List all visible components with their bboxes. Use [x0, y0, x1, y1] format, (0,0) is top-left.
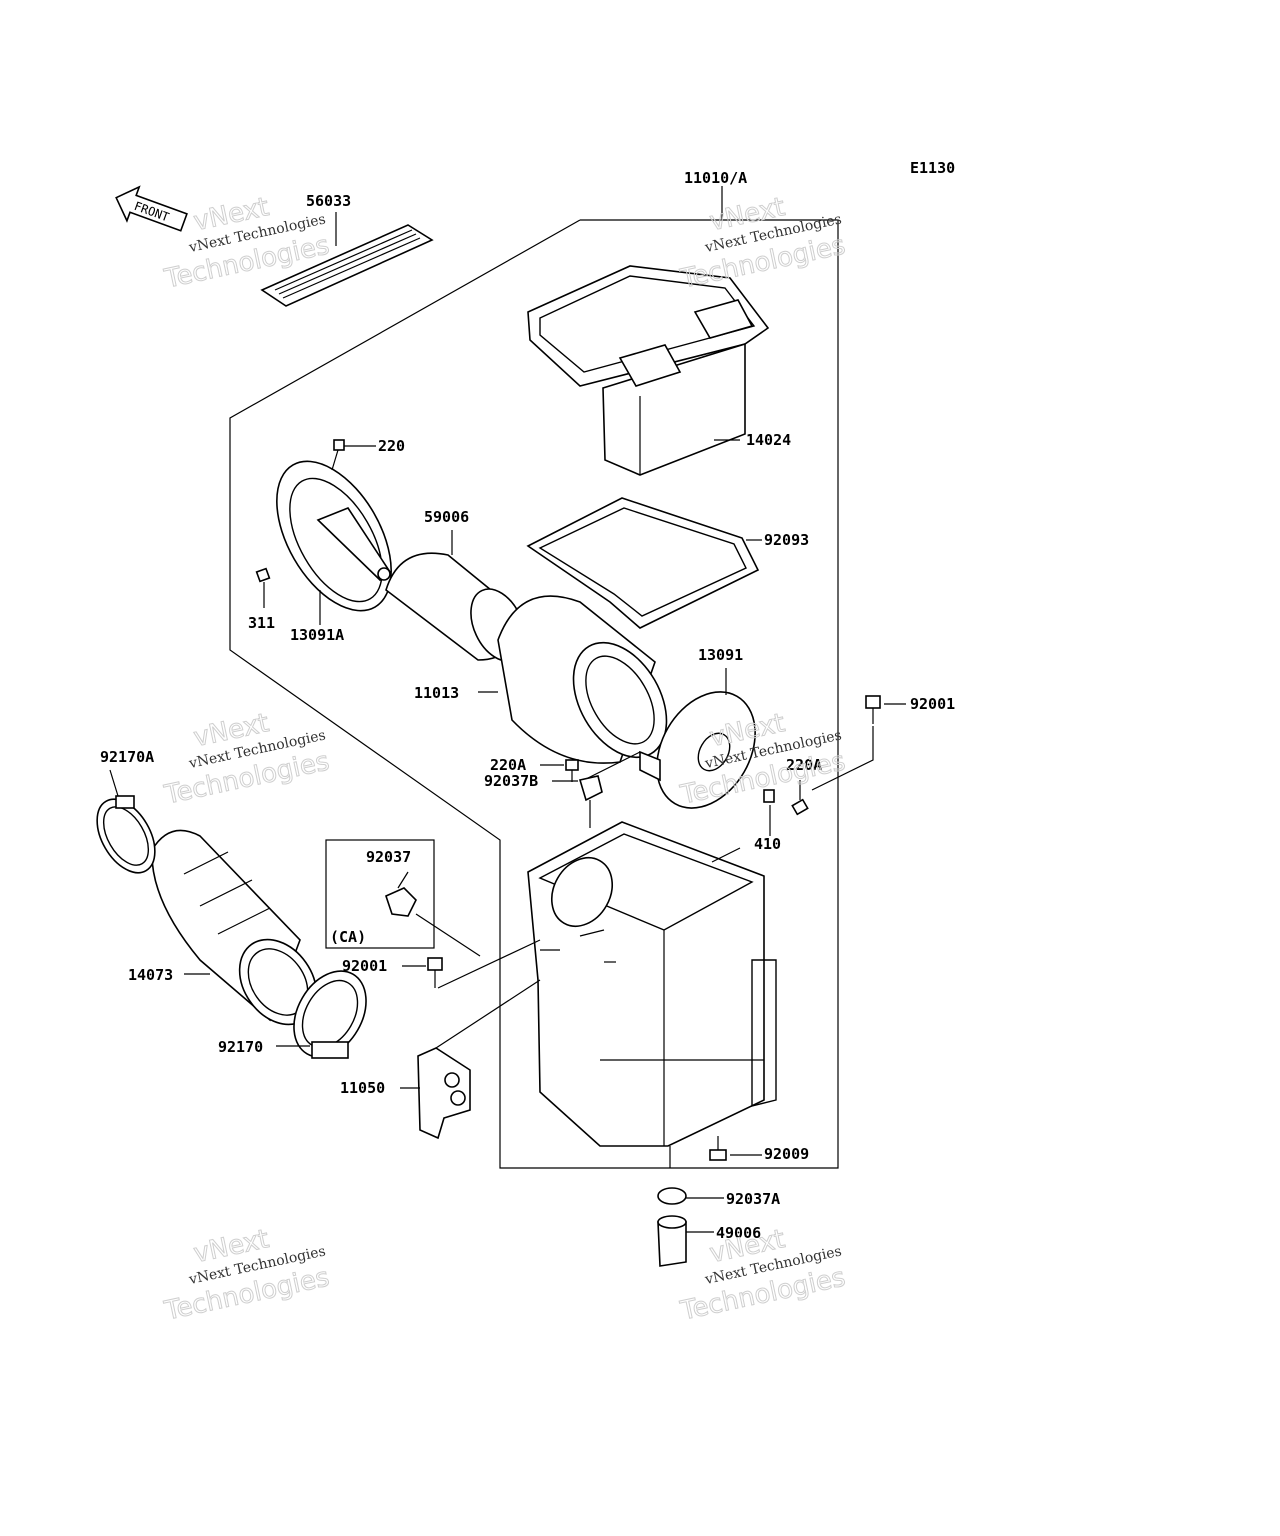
part-220-screw	[331, 439, 376, 471]
part-air-box-case	[527, 821, 777, 1168]
callout-410: 410	[754, 835, 781, 853]
watermark-bottom-right: vNext vNext Technologies Technologies	[677, 1224, 849, 1328]
part-56033-label	[260, 212, 434, 307]
callout-220a: 220A	[490, 756, 526, 774]
callout-11013: 11013	[414, 684, 459, 702]
callout-92037: 92037	[366, 848, 411, 866]
callout-92001-right: 92001	[910, 695, 955, 713]
part-14024-cover	[527, 265, 770, 476]
callout-14073: 14073	[128, 966, 173, 984]
part-92009-bolt	[709, 1136, 762, 1161]
part-92001-bolt	[811, 695, 906, 791]
part-11013-filter	[478, 595, 668, 764]
callout-59006: 59006	[424, 508, 469, 526]
watermark-mid-left: vNext vNext Technologies Technologies	[161, 708, 333, 812]
part-92037a-clamp	[657, 1187, 724, 1205]
part-14073-duct	[151, 829, 318, 1026]
callout-labels: E1130 11010/A 56033 14024 220 59006 9209…	[100, 159, 955, 1242]
part-13091a-cap	[276, 460, 392, 625]
callout-56033: 56033	[306, 192, 351, 210]
callout-92170a: 92170A	[100, 748, 154, 766]
part-92001-bolt-left	[402, 939, 541, 989]
watermark-top-right: vNext vNext Technologies Technologies	[677, 192, 849, 296]
part-311-clip	[255, 567, 271, 608]
callout-49006: 49006	[716, 1224, 761, 1242]
watermark-bottom-left: vNext vNext Technologies Technologies	[161, 1224, 333, 1328]
part-410-nut	[763, 789, 775, 836]
assembly-frame	[229, 219, 839, 1169]
ca-inset-box	[325, 839, 481, 957]
callout-311: 311	[248, 614, 275, 632]
callout-92170: 92170	[218, 1038, 263, 1056]
part-92037b-clip	[552, 775, 603, 828]
part-49006-hose	[657, 1215, 714, 1267]
callout-14024: 14024	[746, 431, 791, 449]
callout-ca: (CA)	[330, 928, 366, 946]
callout-92037a: 92037A	[726, 1190, 780, 1208]
diagram-code: E1130	[910, 159, 955, 177]
callout-13091: 13091	[698, 646, 743, 664]
callout-11010a: 11010/A	[684, 169, 747, 187]
part-220a-screw	[540, 751, 809, 816]
callout-11050: 11050	[340, 1079, 385, 1097]
part-13091-cap	[639, 668, 756, 809]
callout-92093: 92093	[764, 531, 809, 549]
callout-92037b: 92037B	[484, 772, 538, 790]
callout-92001-left: 92001	[342, 957, 387, 975]
part-92170a-clamp	[96, 769, 156, 874]
callout-220: 220	[378, 437, 405, 455]
part-92170-clamp	[276, 970, 367, 1059]
part-11050-bracket	[400, 979, 541, 1140]
part-92093-gasket	[526, 497, 762, 629]
callout-220a-right: 220A	[786, 756, 822, 774]
front-arrow-icon: FRONT	[115, 185, 188, 232]
callout-13091a: 13091A	[290, 626, 344, 644]
callout-92009: 92009	[764, 1145, 809, 1163]
